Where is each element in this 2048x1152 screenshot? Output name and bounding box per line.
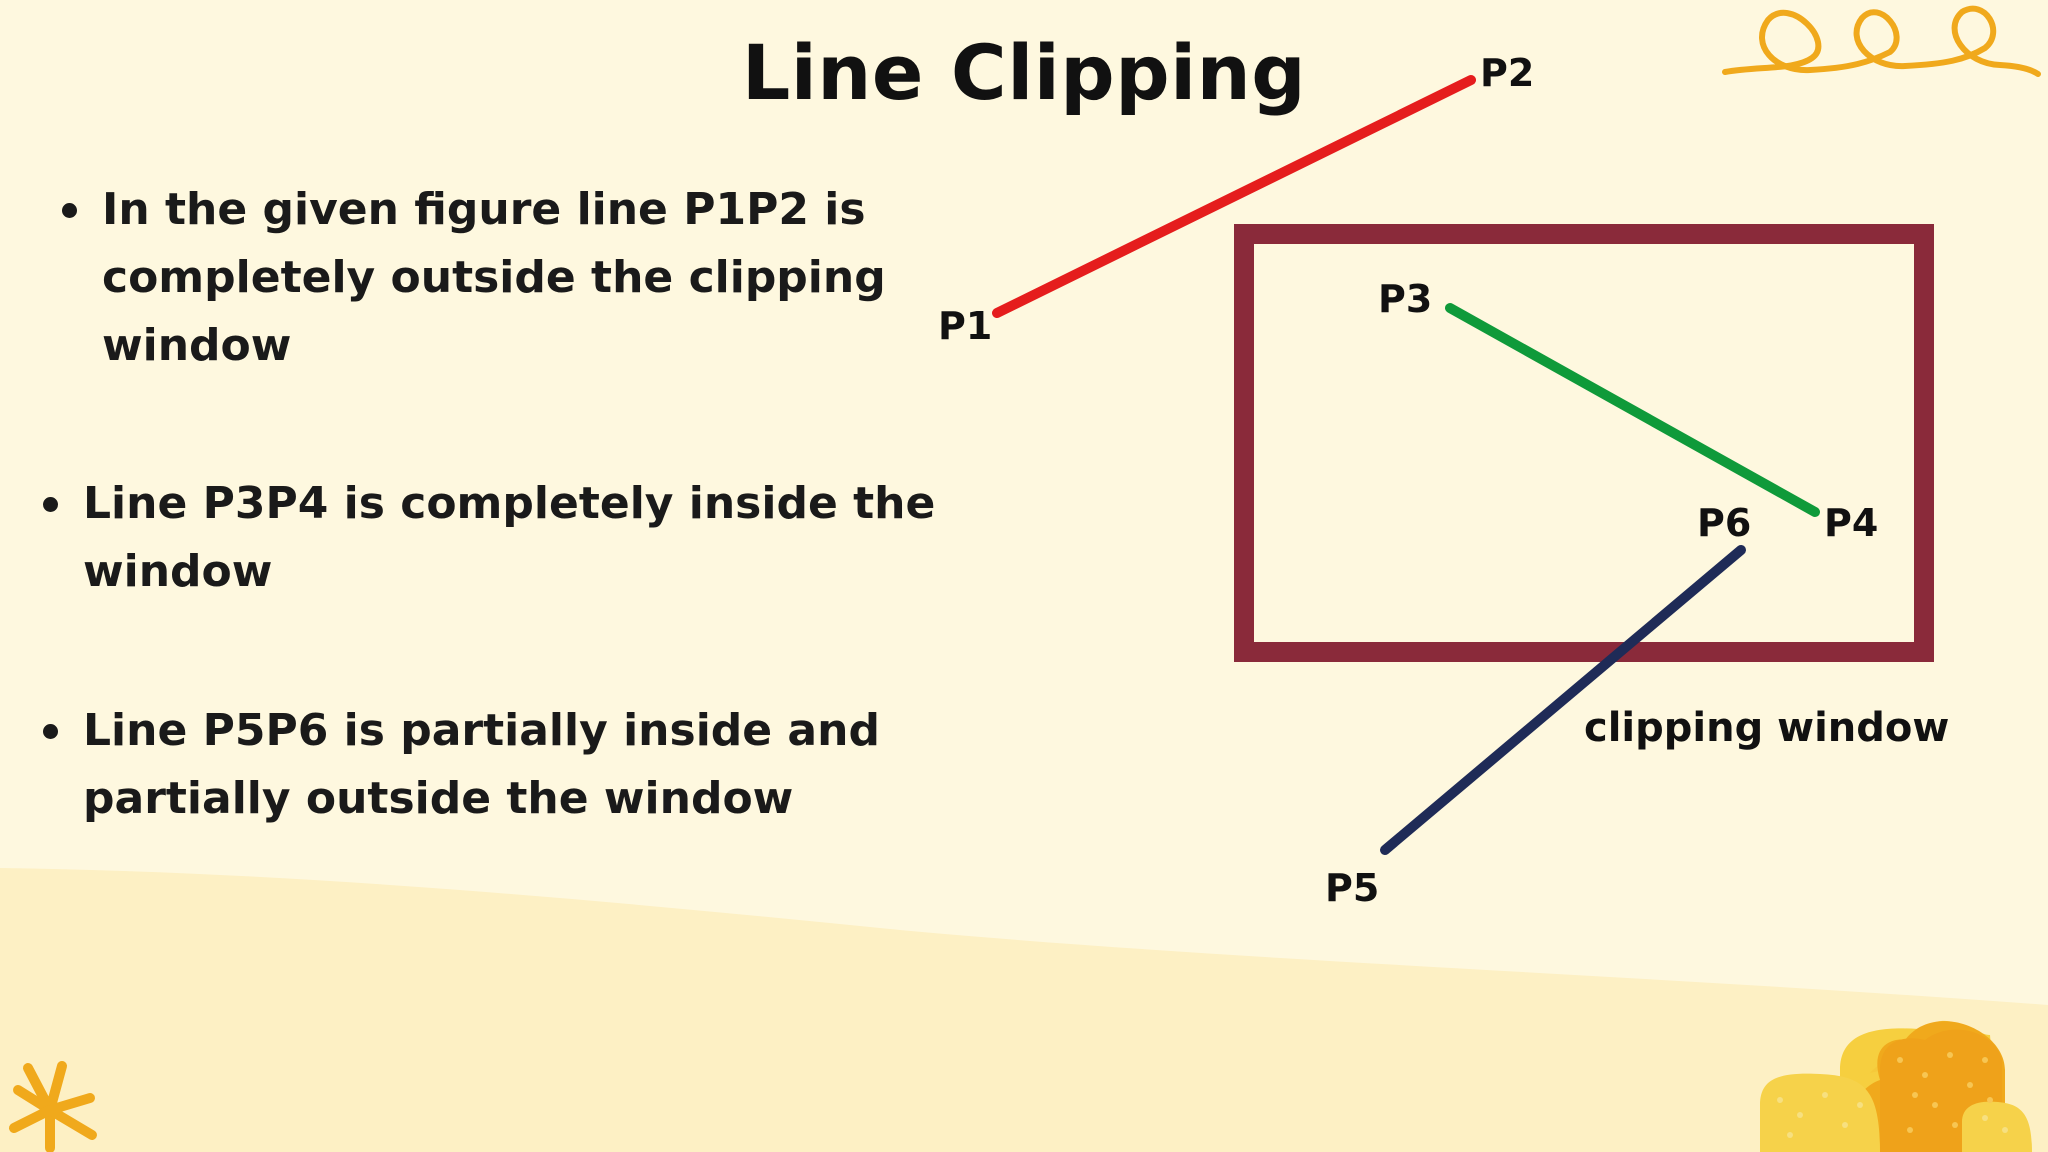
bullet-p3p4: Line P3P4 is completely inside the windo… xyxy=(43,470,943,606)
bullet-text: In the given figure line P1P2 is complet… xyxy=(102,184,886,371)
bush-decoration xyxy=(1760,1020,2032,1152)
bullet-p1p2: In the given figure line P1P2 is complet… xyxy=(62,176,902,380)
slide-title: Line Clipping xyxy=(741,28,1307,117)
label-p2: P2 xyxy=(1480,51,1534,95)
bottom-wave xyxy=(0,868,2048,1152)
bullet-dot xyxy=(62,203,77,218)
line-p1p2 xyxy=(992,75,1476,318)
squiggle-decoration xyxy=(1722,5,2041,77)
clipping-window-rect xyxy=(1234,224,1934,662)
bullet-dot xyxy=(43,497,58,512)
star-decoration xyxy=(9,1061,97,1152)
line-p3p4 xyxy=(1445,303,1820,517)
bullet-dot xyxy=(43,724,58,739)
line-p5p6 xyxy=(1380,545,1746,855)
bullet-p5p6: Line P5P6 is partially inside and partia… xyxy=(43,697,923,833)
label-p3: P3 xyxy=(1378,277,1432,321)
clipping-window-label: clipping window xyxy=(1584,705,1949,751)
label-p4: P4 xyxy=(1824,501,1878,545)
bullet-text: Line P3P4 is completely inside the windo… xyxy=(83,478,936,597)
label-p1: P1 xyxy=(938,304,992,348)
bullet-text: Line P5P6 is partially inside and partia… xyxy=(83,705,880,824)
label-p6: P6 xyxy=(1697,501,1751,545)
label-p5: P5 xyxy=(1325,866,1379,910)
